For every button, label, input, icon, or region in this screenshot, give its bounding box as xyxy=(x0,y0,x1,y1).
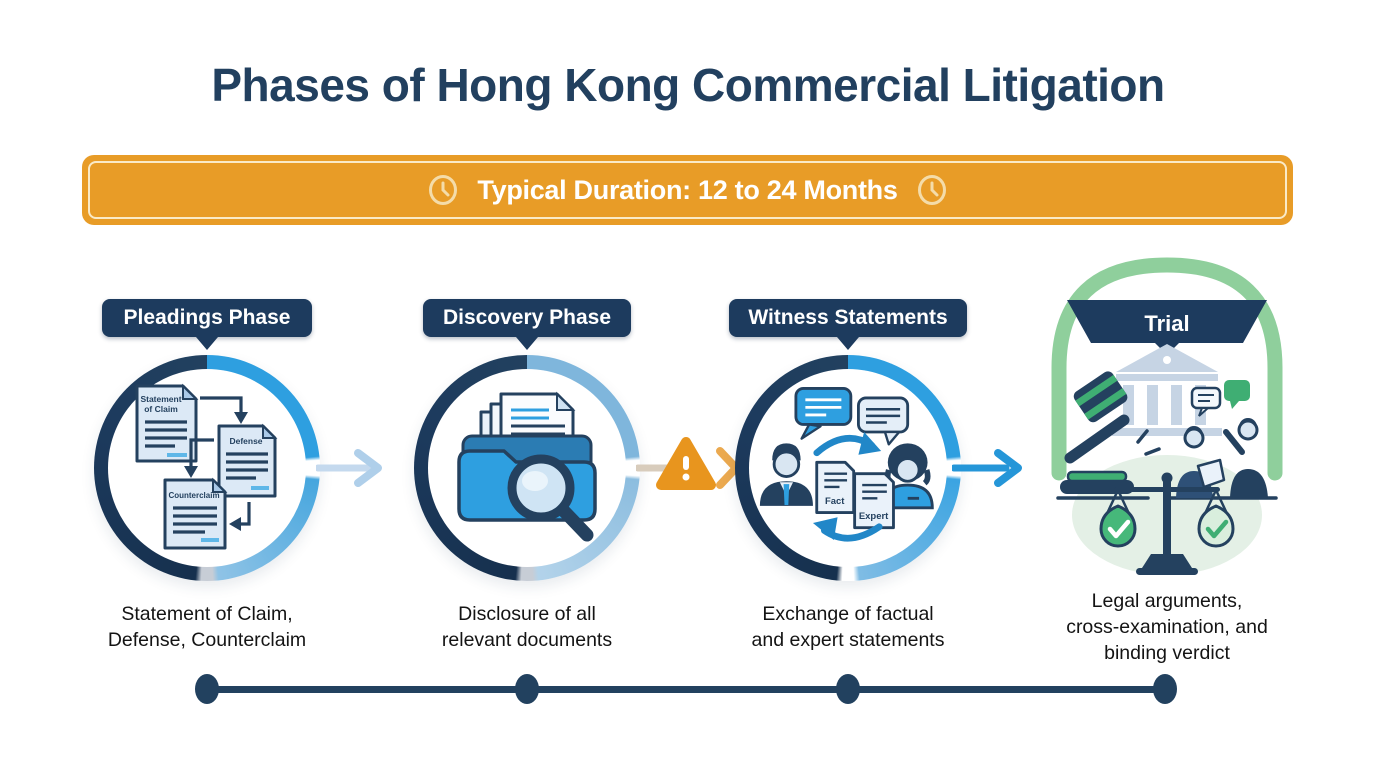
phase-description-pleadings: Statement of Claim, Defense, Counterclai… xyxy=(107,603,307,651)
svg-text:Fact: Fact xyxy=(825,496,845,507)
gavel-icon xyxy=(1060,371,1161,494)
phase-label: Pleadings Phase xyxy=(123,306,291,329)
statement-of-claim-doc: Statement of Claim xyxy=(135,383,199,463)
svg-text:Statement: Statement xyxy=(140,394,181,404)
timeline-dot-4 xyxy=(1153,674,1177,704)
warning-arrow-connector xyxy=(636,437,740,490)
warning-icon xyxy=(656,437,716,490)
clock-icon xyxy=(917,175,946,205)
arrow xyxy=(239,502,251,526)
arrow-connector-3 xyxy=(952,449,1022,487)
arrow-connector-1 xyxy=(316,449,382,487)
duration-banner-inner: Typical Duration: 12 to 24 Months xyxy=(88,161,1287,219)
pleadings-documents-icon: Statement of Claim Defense Counterclaim xyxy=(135,383,278,550)
phase-description-witness: Exchange of factual and expert statement… xyxy=(751,603,945,651)
timeline-line xyxy=(207,686,1165,693)
witness-exchange-icon: Fact Expert xyxy=(759,387,934,542)
phase-badge-witness: Witness Statements xyxy=(729,299,967,337)
courtroom-icon xyxy=(1056,344,1278,575)
phase-description-discovery: Disclosure of all relevant documents xyxy=(441,603,613,651)
lawyers-figures xyxy=(1176,380,1268,498)
phase-label: Trial xyxy=(1144,311,1189,336)
exchange-arrows xyxy=(812,432,883,542)
arrow xyxy=(200,396,243,414)
duration-banner: Typical Duration: 12 to 24 Months xyxy=(82,155,1293,225)
timeline-dot-3 xyxy=(836,674,860,704)
phase-label: Witness Statements xyxy=(748,306,948,329)
magnifier-icon xyxy=(507,454,594,542)
folder-magnifier-icon xyxy=(457,391,597,542)
svg-text:Counterclaim: Counterclaim xyxy=(168,491,219,500)
timeline-dot-2 xyxy=(515,674,539,704)
female-witness-figure xyxy=(881,443,934,510)
phase-badge-discovery: Discovery Phase xyxy=(423,299,631,337)
clock-icon xyxy=(429,175,458,205)
trial-arch xyxy=(1051,257,1283,481)
phase-label: Discovery Phase xyxy=(442,306,612,329)
svg-text:Expert: Expert xyxy=(859,511,889,522)
fact-statement-doc: Fact xyxy=(815,460,856,514)
svg-text:of Claim: of Claim xyxy=(144,404,178,414)
counterclaim-doc: Counterclaim xyxy=(163,477,228,550)
defense-doc: Defense xyxy=(217,423,278,498)
male-witness-figure xyxy=(759,443,813,506)
speech-bubble-outline xyxy=(857,396,910,446)
phase-badge-pleadings: Pleadings Phase xyxy=(102,299,312,337)
duration-banner-label: Typical Duration: 12 to 24 Months xyxy=(477,174,898,205)
speech-bubble-filled xyxy=(794,387,853,440)
timeline-dot-1 xyxy=(195,674,219,704)
scales-of-justice-icon xyxy=(1099,472,1235,575)
phase-badge-trial: Trial xyxy=(1067,300,1267,355)
svg-text:Defense: Defense xyxy=(229,436,262,446)
arrow xyxy=(189,438,214,468)
expert-statement-doc: Expert xyxy=(853,472,895,530)
page-title: Phases of Hong Kong Commercial Litigatio… xyxy=(211,59,1165,111)
phase-description-trial: Legal arguments, cross-examination, and … xyxy=(1066,590,1268,664)
